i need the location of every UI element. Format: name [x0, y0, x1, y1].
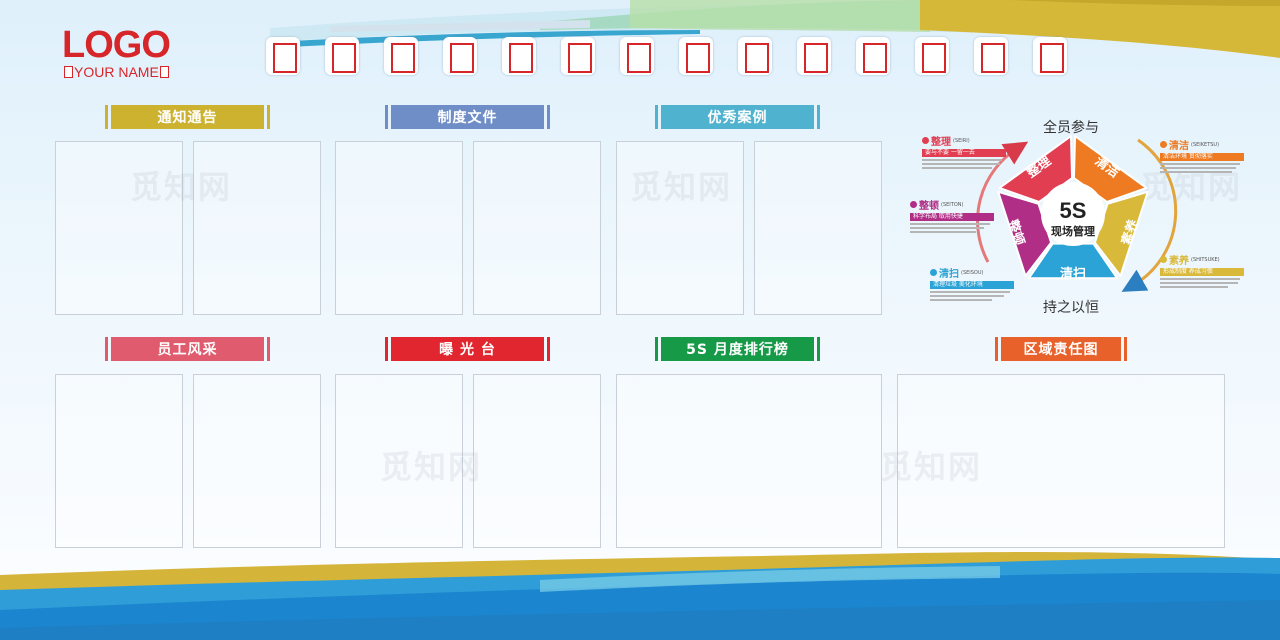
annotation-shitsuke: 素养(SHITSUKE) 形成制度 养成习惯 [1160, 252, 1244, 288]
sign-placeholder [620, 37, 654, 75]
section-title-cases: 优秀案例 [655, 105, 820, 129]
annotation-title: 整理 [931, 137, 951, 148]
sign-placeholder [974, 37, 1008, 75]
wheel-center [1041, 182, 1105, 246]
wheel-top-label: 全员参与 [1043, 120, 1099, 136]
annotation-seisou: 清扫(SEISOU) 清理垃圾 美化环境 [930, 265, 1014, 301]
annotation-text-lines [922, 159, 1006, 169]
sign-placeholder [384, 37, 418, 75]
annotation-bar: 要与不要 一留一去 [922, 149, 1006, 157]
section-title-notice: 通知通告 [105, 105, 270, 129]
notice-panel [55, 141, 183, 315]
logo-square-icon [64, 66, 73, 78]
annotation-en: (SEISOU) [961, 269, 984, 276]
wheel-segment-shitsuke [1093, 190, 1149, 277]
section-title-staff: 员工风采 [105, 337, 270, 361]
policy-panel [335, 141, 463, 315]
logo-square-icon [159, 66, 169, 78]
sign-placeholder [561, 37, 595, 75]
annotation-seiketsu: 清洁(SEIKETSU) 清洁环境 贯彻落实 [1160, 137, 1244, 173]
logo-text: LOGO [62, 24, 171, 66]
sign-placeholder [738, 37, 772, 75]
wheel-segment-label-shitsuke: 素养 [1118, 217, 1142, 248]
cases-panel [754, 141, 882, 315]
annotation-en: (SEITON) [941, 201, 964, 208]
annotation-seiton: 整顿(SEITON) 科学布局 取用快捷 [910, 197, 994, 233]
wheel-segment-seisou [1027, 242, 1119, 280]
area-panel [897, 374, 1225, 548]
annotation-text-lines [1160, 163, 1244, 173]
section-title-policy: 制度文件 [385, 105, 550, 129]
cycle-arrow-right [1121, 138, 1178, 292]
annotation-bar: 形成制度 养成习惯 [1160, 268, 1244, 276]
annotation-text-lines [1160, 278, 1244, 288]
wheel-bottom-label: 持之以恒 [1043, 300, 1099, 316]
section-title-ranking: 5S 月度排行榜 [655, 337, 820, 361]
annotation-seiri: 整理(SEIRI) 要与不要 一留一去 [922, 133, 1006, 169]
annotation-title: 整顿 [919, 201, 939, 212]
annotation-en: (SEIKETSU) [1191, 141, 1220, 148]
logo-subtitle: YOUR NAME [64, 64, 169, 80]
annotation-title: 清洁 [1169, 141, 1189, 152]
staff-panel [55, 374, 183, 548]
annotation-bar: 科学布局 取用快捷 [910, 213, 994, 221]
sign-placeholder [325, 37, 359, 75]
annotation-text-lines [910, 223, 994, 233]
wheel-segment-label-seiton: 整顿 [1004, 217, 1028, 248]
annotation-text-lines [930, 291, 1014, 301]
notice-panel [193, 141, 321, 315]
annotation-en: (SHITSUKE) [1191, 256, 1220, 263]
staff-panel [193, 374, 321, 548]
wheel-center-subtitle: 现场管理 [1051, 224, 1095, 238]
sign-placeholder [266, 37, 300, 75]
ranking-panel [616, 374, 882, 548]
annotation-bar: 清理垃圾 美化环境 [930, 281, 1014, 289]
cases-panel [616, 141, 744, 315]
sign-placeholder [443, 37, 477, 75]
sign-placeholder [797, 37, 831, 75]
policy-panel [473, 141, 601, 315]
sign-placeholder [679, 37, 713, 75]
sign-placeholder [502, 37, 536, 75]
exposure-panel [473, 374, 601, 548]
annotation-en: (SEIRI) [953, 137, 970, 144]
cycle-arrow-left [976, 141, 1029, 263]
annotation-title: 素养 [1169, 256, 1189, 267]
sign-placeholder [1033, 37, 1067, 75]
wheel-segment-seiri [998, 135, 1074, 203]
logo-subtitle-text: YOUR NAME [74, 64, 159, 80]
wheel-center-title: 5S [1060, 198, 1087, 223]
section-title-area: 区域责任图 [995, 337, 1127, 361]
wheel-segment-seiketsu [1072, 135, 1148, 203]
exposure-panel [335, 374, 463, 548]
section-title-exposure: 曝 光 台 [385, 337, 550, 361]
wheel-segment-label-seisou: 清扫 [1060, 266, 1086, 282]
sign-placeholder [856, 37, 890, 75]
sign-placeholder [915, 37, 949, 75]
wheel-segment-seiton [997, 190, 1053, 277]
annotation-title: 清扫 [939, 269, 959, 280]
annotation-bar: 清洁环境 贯彻落实 [1160, 153, 1244, 161]
